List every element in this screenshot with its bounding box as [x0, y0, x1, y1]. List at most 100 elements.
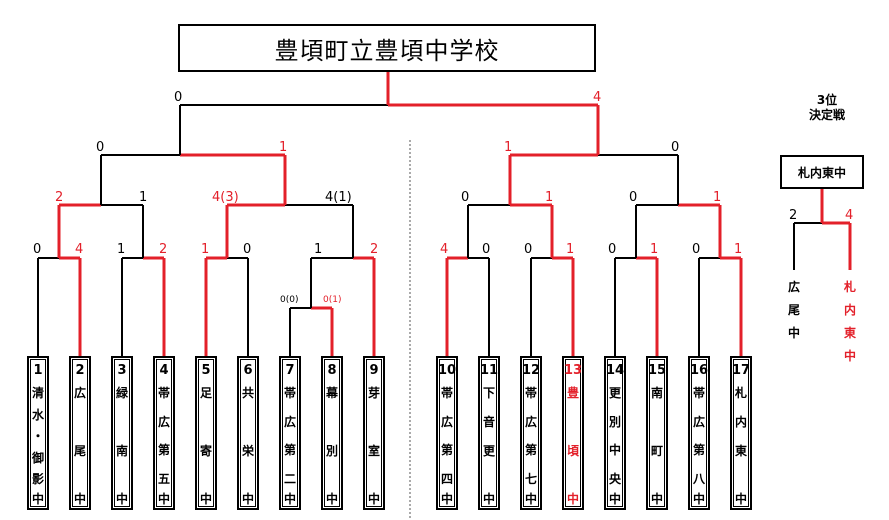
- team-frame: [691, 359, 707, 507]
- team-name-char: 寄: [199, 444, 212, 458]
- team-name-char: 尾: [73, 444, 86, 458]
- team-name-char: 中: [31, 492, 44, 506]
- team-name-char: 御: [31, 450, 44, 465]
- team-name-char: 下: [482, 386, 495, 400]
- team-name-char: 中: [283, 492, 296, 506]
- match-score: 0: [174, 90, 183, 105]
- team-name-char: 芽: [367, 386, 380, 400]
- match-score: 2: [789, 208, 798, 223]
- team-name-char: 中: [608, 443, 621, 458]
- team-frame: [565, 359, 581, 507]
- team-name-char: 帯: [524, 386, 537, 400]
- match-score: 0: [33, 242, 42, 257]
- team-name-char: 第: [157, 443, 170, 458]
- team-number: 6: [243, 363, 253, 378]
- team-name-char: 帯: [440, 386, 453, 400]
- champion-box: 豊頃町立豊頃中学校: [178, 24, 596, 72]
- third-place-title-line2: 決定戦: [808, 108, 845, 122]
- match-score: 1: [545, 190, 554, 205]
- match-score: 4: [440, 242, 449, 257]
- match-score: 0: [482, 242, 491, 257]
- team-name-char: 緑: [115, 386, 128, 400]
- team-frame: [481, 359, 497, 507]
- team-5: 5 足寄中: [195, 356, 217, 510]
- match-score: 1: [279, 140, 288, 155]
- team-frame: [198, 359, 214, 507]
- team-name-char: 広: [440, 414, 453, 429]
- team-name-char: 中: [367, 492, 380, 506]
- team-name-char: 幕: [325, 386, 338, 400]
- third-place-right-team: 札内東中: [840, 276, 860, 368]
- team-name-char: 第: [440, 443, 453, 458]
- team-frame: [607, 359, 623, 507]
- team-name-char: 二: [283, 472, 296, 486]
- team-frame: [30, 359, 46, 507]
- third-place-team-char: 中: [787, 326, 800, 340]
- team-name-char: 水: [31, 407, 44, 422]
- match-score: 4: [593, 90, 602, 105]
- team-name-char: 中: [199, 492, 212, 506]
- team-name-char: 清: [31, 386, 44, 400]
- team-name-char: 頃: [566, 444, 579, 458]
- team-name-char: 広: [524, 414, 537, 429]
- team-frame: [156, 359, 172, 507]
- match-score: 4: [845, 208, 854, 223]
- match-score: 1: [650, 242, 659, 257]
- team-frame: [733, 359, 749, 507]
- team-3: 3 緑南中: [111, 356, 133, 510]
- third-place-team-char: 東: [843, 326, 856, 340]
- team-number: 8: [327, 363, 337, 378]
- team-frame: [240, 359, 256, 507]
- team-number: 10: [437, 363, 457, 378]
- match-score: 0: [608, 242, 617, 257]
- team-name-char: 第: [524, 443, 537, 458]
- team-name-char: 栄: [241, 444, 254, 458]
- team-name-char: 南: [115, 444, 128, 458]
- match-score: 1: [201, 242, 210, 257]
- team-name-char: 札: [734, 386, 747, 400]
- match-score: 0: [629, 190, 638, 205]
- team-number: 16: [689, 363, 709, 378]
- match-score: 0(0): [280, 295, 299, 305]
- team-name-char: 中: [241, 492, 254, 506]
- team-number: 5: [201, 363, 211, 378]
- team-number: 15: [647, 363, 667, 378]
- match-score: 0(1): [323, 295, 342, 305]
- match-score: 2: [55, 190, 64, 205]
- team-name-char: 中: [482, 492, 495, 506]
- match-score: 1: [504, 140, 513, 155]
- match-score: 0: [692, 242, 701, 257]
- team-name-char: 広: [692, 414, 705, 429]
- team-name-char: 更: [482, 444, 495, 458]
- team-name-char: 帯: [283, 386, 296, 400]
- team-name-char: 中: [157, 492, 170, 506]
- third-place-team-char: 尾: [787, 303, 800, 317]
- team-name-char: 広: [157, 414, 170, 429]
- team-frame: [324, 359, 340, 507]
- team-name-char: 足: [199, 386, 212, 400]
- match-score: 1: [139, 190, 148, 205]
- team-name-char: 内: [734, 415, 747, 429]
- team-name-char: 中: [524, 492, 537, 506]
- team-number: 3: [117, 363, 127, 378]
- third-place-left-team: 広尾中: [784, 276, 804, 345]
- team-name-char: 帯: [692, 386, 705, 400]
- team-name-char: 音: [482, 415, 495, 429]
- third-place-team-char: 広: [787, 280, 800, 294]
- match-score: 2: [370, 242, 379, 257]
- team-name-char: 中: [650, 492, 663, 506]
- team-name-char: 中: [115, 492, 128, 506]
- match-score: 0: [461, 190, 470, 205]
- team-number: 11: [479, 363, 499, 378]
- team-number: 9: [369, 363, 379, 378]
- team-name-char: 八: [692, 472, 705, 486]
- third-place-team-char: 札: [843, 280, 856, 294]
